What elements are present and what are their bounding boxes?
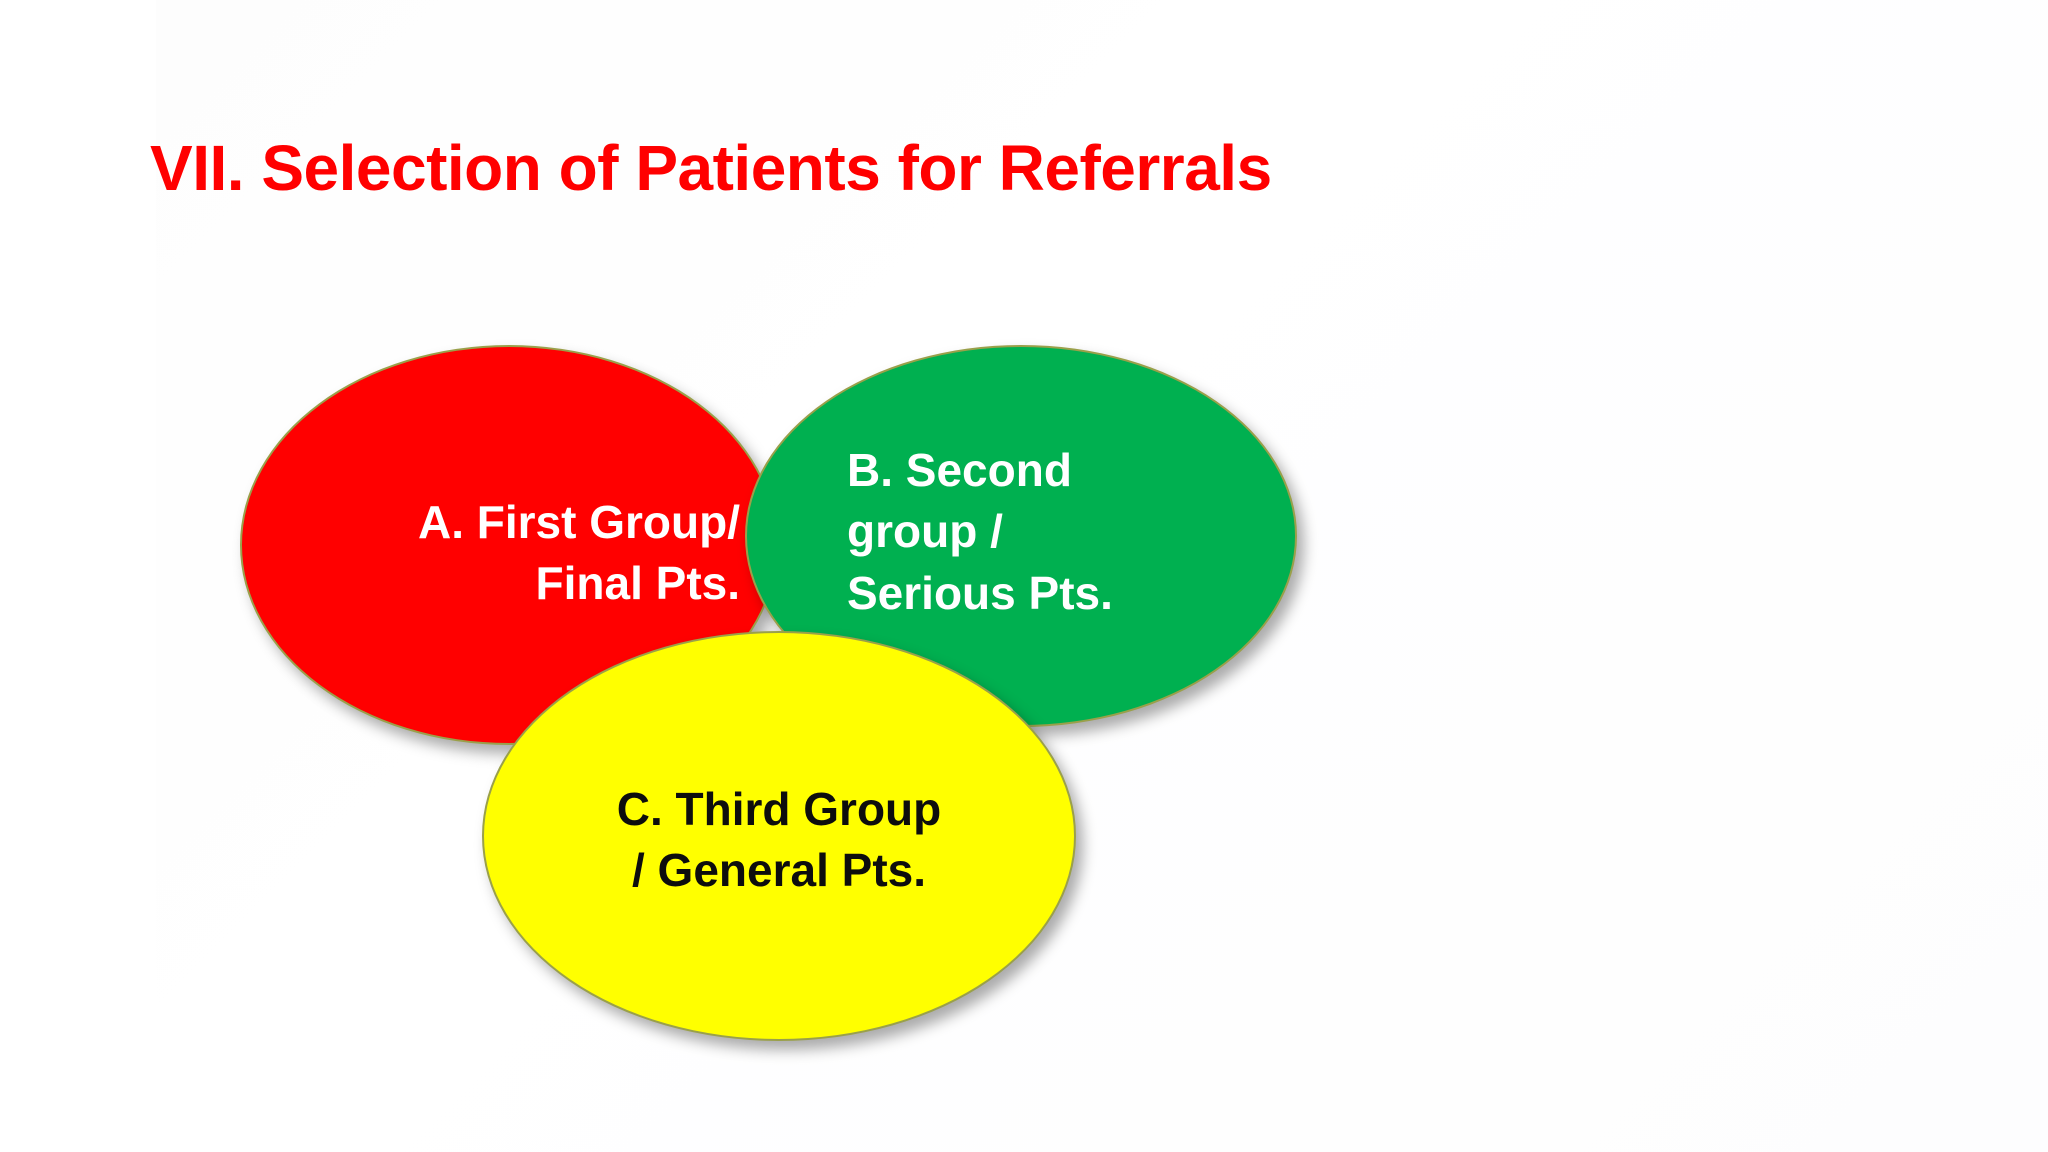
group-b-label: B. Second group / Serious Pts. [847,444,1113,619]
group-ellipse-c[interactable]: C. Third Group / General Pts. [482,631,1076,1041]
group-a-label: A. First Group/ Final Pts. [418,495,740,609]
group-c-label: C. Third Group / General Pts. [616,782,942,896]
page-title: VII. Selection of Patients for Referrals [150,131,1272,204]
